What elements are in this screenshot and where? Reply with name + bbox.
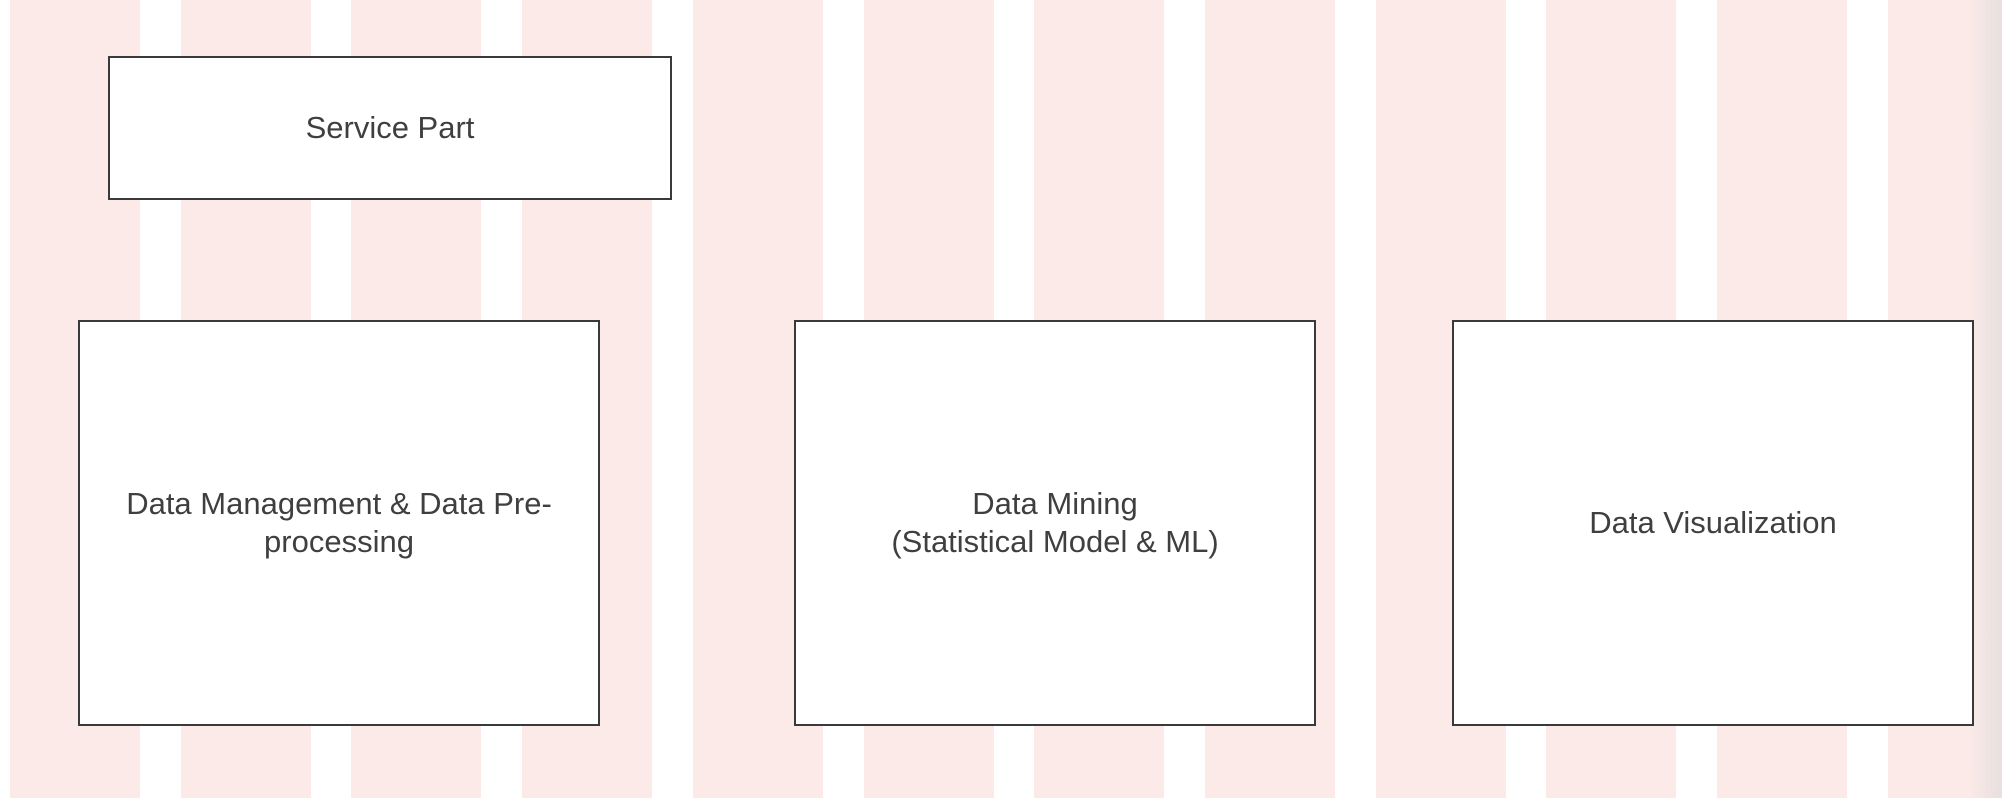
data-visualization-box[interactable]: Data Visualization xyxy=(1452,320,1974,726)
data-management-box[interactable]: Data Management & Data Pre- processing xyxy=(78,320,600,726)
data-mining-box[interactable]: Data Mining (Statistical Model & ML) xyxy=(794,320,1316,726)
service-part-box[interactable]: Service Part xyxy=(108,56,672,200)
